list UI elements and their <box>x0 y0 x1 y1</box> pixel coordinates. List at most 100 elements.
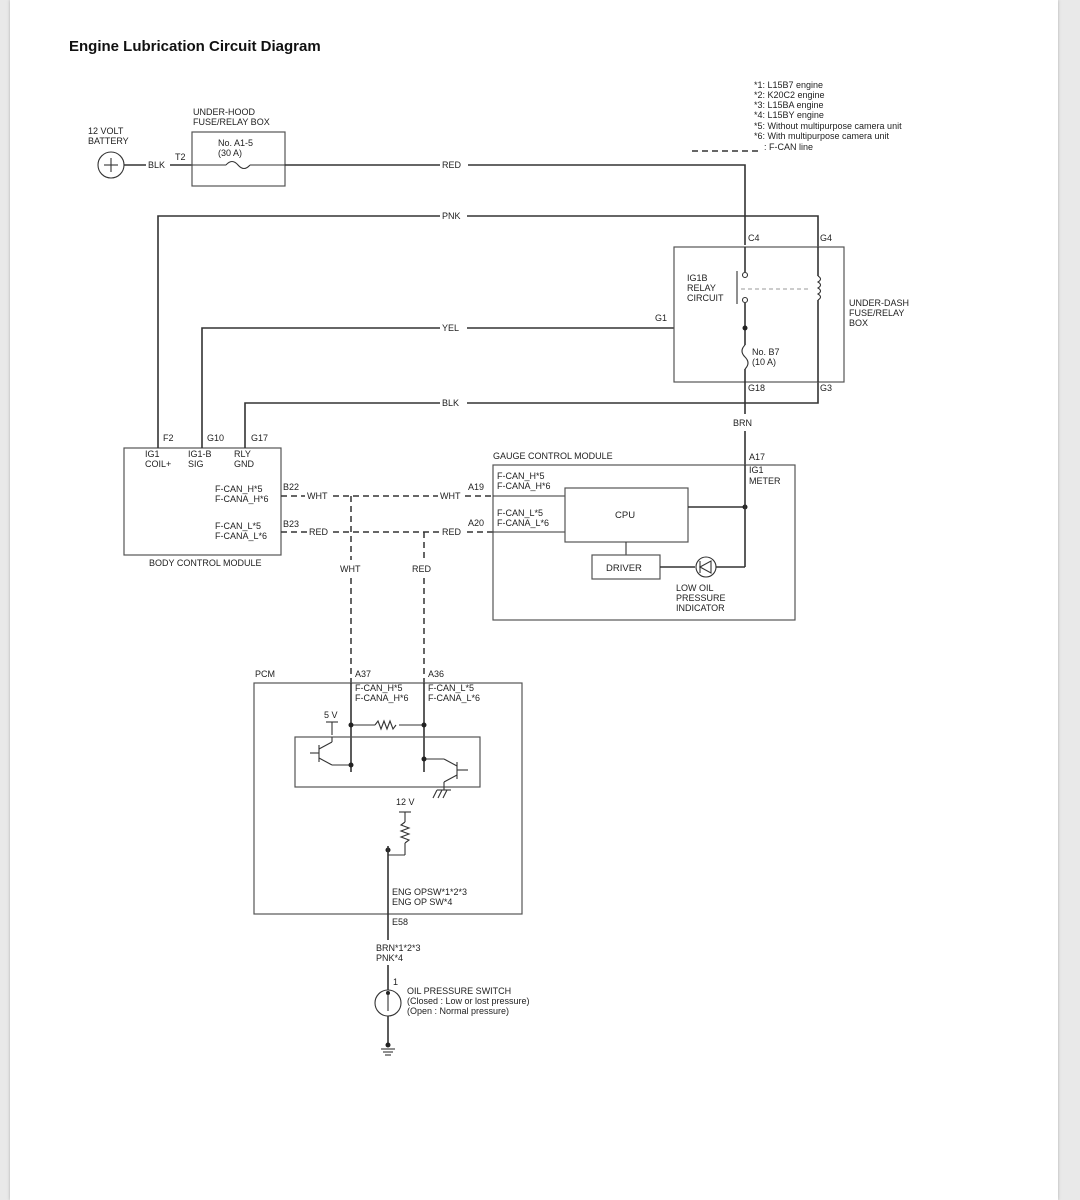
indicator-label-1: LOW OIL <box>676 583 714 593</box>
bcm-pin-gnd: GND <box>234 459 255 469</box>
fuse-b7-label: No. B7 <box>752 347 780 357</box>
fuse-b7-rating: (10 A) <box>752 357 776 367</box>
bcm-canh-label-1: F-CAN_H*5 <box>215 484 263 494</box>
terminal-f2: F2 <box>163 433 174 443</box>
fuse-b7-icon <box>741 344 749 370</box>
bcm-canl-label-1: F-CAN_L*5 <box>215 521 261 531</box>
terminal-g18: G18 <box>748 383 765 393</box>
pcm-label: PCM <box>255 669 275 679</box>
terminal-a20: A20 <box>468 518 484 528</box>
wire-label-red-pcm: RED <box>412 564 432 574</box>
pcm: PCM A37 A36 F-CAN_H*5 F-CANA_H*6 F-CAN_L… <box>253 669 523 927</box>
wire-label-pnk: PNK <box>442 211 461 221</box>
indicator-label-3: INDICATOR <box>676 603 725 613</box>
wire-label-blk-battery: BLK <box>148 160 165 170</box>
fuse-a1-5-label: No. A1-5 <box>218 138 253 148</box>
indicator-label-2: PRESSURE <box>676 593 726 603</box>
gcm-meter-label-1: IG1 <box>749 465 764 475</box>
wire-label-red-main: RED <box>442 160 462 170</box>
relay-label-3: CIRCUIT <box>687 293 724 303</box>
wire-label-red-bcm: RED <box>309 527 329 537</box>
relay-coil-icon <box>816 275 822 301</box>
document-page: Engine Lubrication Circuit Diagram <box>10 0 1058 1200</box>
terminal-a36: A36 <box>428 669 444 679</box>
terminal-c4: C4 <box>748 233 760 243</box>
wire-label-red-gcm: RED <box>442 527 462 537</box>
gcm-meter-label-2: METER <box>749 476 781 486</box>
switch-label-1: OIL PRESSURE SWITCH <box>407 986 511 996</box>
terminal-b22: B22 <box>283 482 299 492</box>
terminal-a17: A17 <box>749 452 765 462</box>
cpu-label: CPU <box>615 510 635 521</box>
legend-item-2: *2: K20C2 engine <box>754 90 825 100</box>
pcm-transceiver-block <box>294 736 481 788</box>
terminal-g10: G10 <box>207 433 224 443</box>
underdash-fuse-box: UNDER-DASH FUSE/RELAY BOX C4 G4 G1 G18 G… <box>655 233 909 393</box>
battery-label-1: 12 VOLT <box>88 126 124 136</box>
page-title: Engine Lubrication Circuit Diagram <box>69 38 321 55</box>
bcm-pin-ig1b: IG1-B <box>188 449 212 459</box>
underhood-fuse-box: UNDER-HOOD FUSE/RELAY BOX T2 No. A1-5 (3… <box>175 107 286 187</box>
terminal-a19: A19 <box>468 482 484 492</box>
legend-item-5: *5: Without multipurpose camera unit <box>754 121 902 131</box>
pcm-canl-label-2: F-CANA_L*6 <box>428 693 480 703</box>
pcm-5v-label: 5 V <box>324 710 338 720</box>
terminal-g17: G17 <box>251 433 268 443</box>
pcm-12v-label: 12 V <box>396 797 415 807</box>
termination-resistor-icon <box>374 719 397 731</box>
terminal-g3: G3 <box>820 383 832 393</box>
driver-label: DRIVER <box>606 563 642 574</box>
underdash-label-3: BOX <box>849 318 868 328</box>
pcm-switch-label-1: ENG OPSW*1*2*3 <box>392 887 467 897</box>
underdash-label-1: UNDER-DASH <box>849 298 909 308</box>
can-lines: WHT WHT RED RED WHT RED <box>281 491 493 683</box>
gcm-canl-label-2: F-CANA_L*6 <box>497 518 549 528</box>
switch-pin-1: 1 <box>393 977 398 987</box>
bcm-pin-ig1: IG1 <box>145 449 160 459</box>
wire-label-wht-gcm: WHT <box>440 491 461 501</box>
wire-label-brn: BRN <box>733 418 752 428</box>
bcm-label: BODY CONTROL MODULE <box>149 558 262 568</box>
legend-item-4: *4: L15BY engine <box>754 110 824 120</box>
gcm-canl-label-1: F-CAN_L*5 <box>497 508 543 518</box>
legend-item-3: *3: L15BA engine <box>754 100 824 110</box>
gcm-canh-label-1: F-CAN_H*5 <box>497 471 545 481</box>
wire-label-wht-pcm: WHT <box>340 564 361 574</box>
terminal-g1: G1 <box>655 313 667 323</box>
pcm-switch-label-2: ENG OP SW*4 <box>392 897 452 907</box>
pcm-canh-label-1: F-CAN_H*5 <box>355 683 403 693</box>
gcm-canh-label-2: F-CANA_H*6 <box>497 481 551 491</box>
underhood-label-1: UNDER-HOOD <box>193 107 255 117</box>
legend: *1: L15B7 engine *2: K20C2 engine *3: L1… <box>692 80 902 152</box>
terminal-e58: E58 <box>392 917 408 927</box>
relay-label-1: IG1B <box>687 273 708 283</box>
bcm-pin-rly: RLY <box>234 449 251 459</box>
pcm-transistor-left-icon <box>310 737 351 766</box>
wire-label-blk-ground: BLK <box>442 398 459 408</box>
terminal-a37: A37 <box>355 669 371 679</box>
legend-item-6: *6: With multipurpose camera unit <box>754 131 890 141</box>
fuse-icon <box>225 160 251 170</box>
low-oil-indicator-icon <box>695 556 717 578</box>
battery: 12 VOLT BATTERY BLK <box>88 126 192 179</box>
underhood-label-2: FUSE/RELAY BOX <box>193 117 270 127</box>
relay-label-2: RELAY <box>687 283 716 293</box>
terminal-t2: T2 <box>175 152 186 162</box>
pullup-resistor-icon <box>399 821 411 844</box>
legend-item-1: *1: L15B7 engine <box>754 80 823 90</box>
body-control-module: BODY CONTROL MODULE F2 G10 G17 IG1 COIL+… <box>123 432 299 568</box>
pcm-canl-label-1: F-CAN_L*5 <box>428 683 474 693</box>
oil-pressure-switch: 1 OIL PRESSURE SWITCH (Closed : Low or l… <box>374 977 530 1056</box>
battery-label-2: BATTERY <box>88 136 129 146</box>
fuse-a1-5-rating: (30 A) <box>218 148 242 158</box>
pcm-canh-label-2: F-CANA_H*6 <box>355 693 409 703</box>
switch-label-3: (Open : Normal pressure) <box>407 1006 509 1016</box>
wire-label-pnk-pcm: PNK*4 <box>376 953 403 963</box>
wire-label-yel: YEL <box>442 323 459 333</box>
gcm-label: GAUGE CONTROL MODULE <box>493 451 613 461</box>
wire-label-brn-pcm: BRN*1*2*3 <box>376 943 421 953</box>
bcm-canh-label-2: F-CANA_H*6 <box>215 494 269 504</box>
bcm-pin-sig: SIG <box>188 459 204 469</box>
terminal-b23: B23 <box>283 519 299 529</box>
